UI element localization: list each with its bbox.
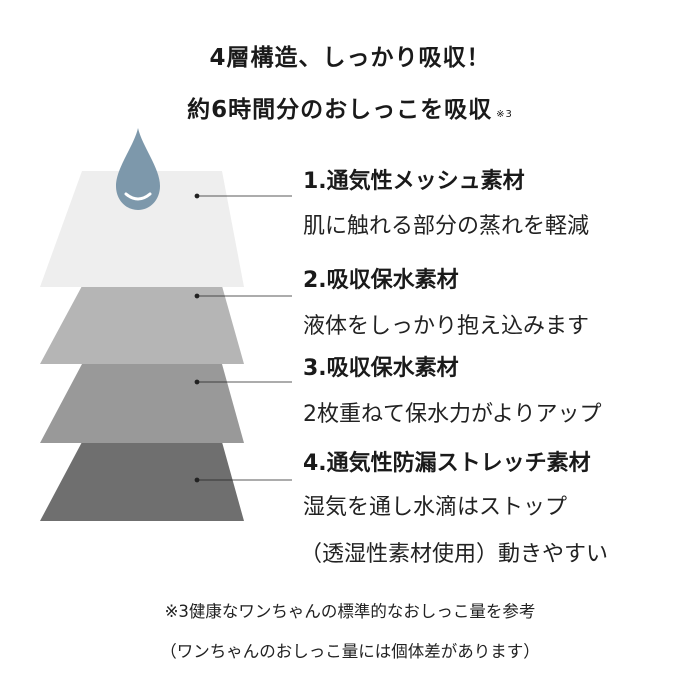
layer-4-shape bbox=[40, 442, 244, 521]
layer-4-heading: 4.通気性防漏ストレッチ素材 bbox=[303, 451, 591, 476]
title-line-2-text: 約6時間分のおしっこを吸収 bbox=[187, 97, 493, 123]
layer-1-description: 肌に触れる部分の蒸れを軽減 bbox=[303, 214, 590, 239]
layer-3-shape bbox=[40, 364, 244, 443]
footnote-1: ※3健康なワンちゃんの標準的なおしっこ量を参考 bbox=[164, 602, 536, 621]
layer-3-heading: 3.吸収保水素材 bbox=[303, 356, 459, 381]
title-line-2: 約6時間分のおしっこを吸収※3 bbox=[0, 90, 700, 124]
layer-3-description: 2枚重ねて保水力がよりアップ bbox=[303, 402, 602, 427]
layer-4-description-2: （透湿性素材使用）動きやすい bbox=[300, 542, 609, 567]
layer-2-description: 液体をしっかり抱え込みます bbox=[303, 314, 590, 339]
layer-2-heading: 2.吸収保水素材 bbox=[303, 268, 459, 293]
layer-1-shape bbox=[40, 171, 244, 287]
leader-dot-1 bbox=[194, 193, 200, 199]
leader-dot-2 bbox=[194, 293, 200, 299]
leader-dot-3 bbox=[194, 379, 200, 385]
footnote-2: （ワンちゃんのおしっこ量には個体差があります） bbox=[160, 642, 540, 661]
layer-2-shape bbox=[40, 286, 244, 364]
layer-4-description-1: 湿気を通し水滴はストップ bbox=[303, 495, 568, 520]
leader-dot-4 bbox=[194, 477, 200, 483]
title-line-1: 4層構造、しっかり吸収！ bbox=[209, 45, 491, 71]
title-note: ※3 bbox=[496, 109, 513, 120]
water-drop-icon bbox=[116, 128, 160, 210]
layer-1-heading: 1.通気性メッシュ素材 bbox=[303, 169, 525, 194]
